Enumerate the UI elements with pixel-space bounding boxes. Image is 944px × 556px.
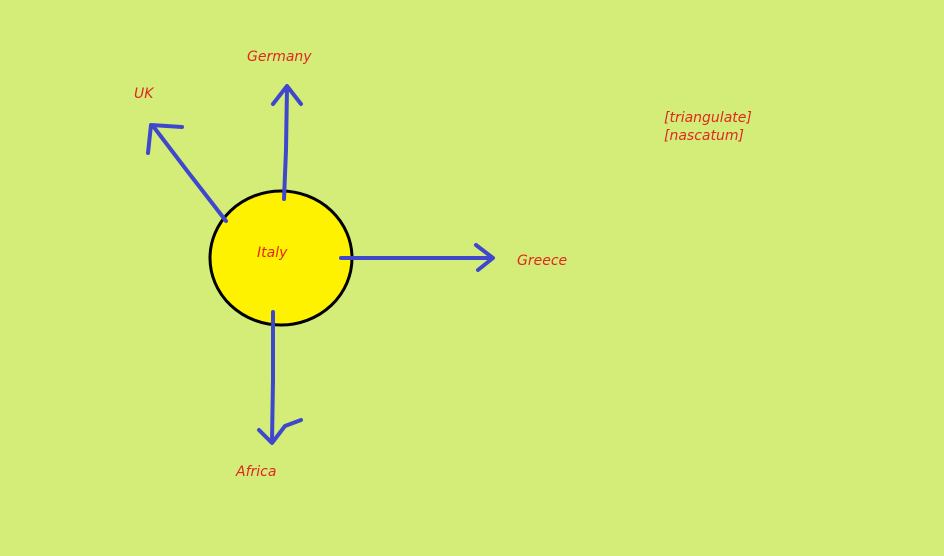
arrow-to-greece [339,243,495,272]
label-africa: Africa [236,464,277,480]
note-line-2: [nascatum] [664,128,744,144]
label-italy: Italy [257,245,288,261]
label-greece: Greece [517,253,568,269]
label-uk: UK [134,86,154,102]
label-germany: Germany [247,49,312,65]
arrow-to-uk [146,123,228,223]
arrow-to-germany [271,84,303,201]
note-block: [triangulate] [nascatum] [664,109,752,145]
note-line-1: [triangulate] [664,110,752,126]
arrow-to-africa [257,310,303,445]
